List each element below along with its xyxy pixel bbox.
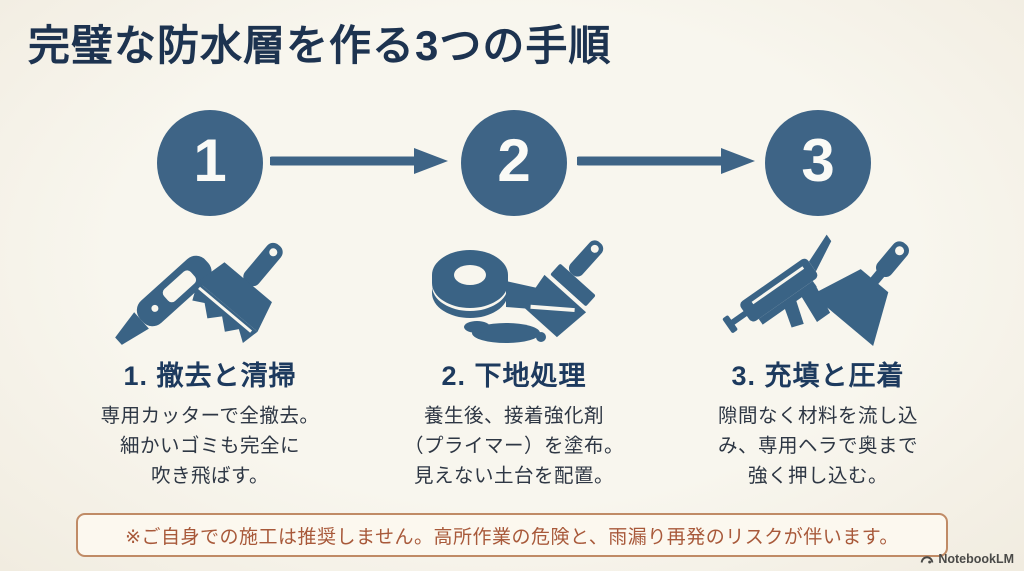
step-2-title: 2. 下地処理: [441, 361, 587, 391]
step-2-description: 養生後、接着強化剤 （プライマー）を塗布。 見えない土台を配置。: [403, 405, 624, 487]
steps-row: 1: [62, 110, 966, 491]
step-1-number-badge: 1: [157, 110, 263, 216]
watermark-label: NotebookLM: [938, 552, 1014, 566]
step-1-number: 1: [193, 127, 227, 194]
step-1-title: 1. 撤去と清掃: [123, 361, 297, 391]
warning-box: ※ご自身での施工は推奨しません。高所作業の危険と、雨漏り再発のリスクが伴います。: [76, 513, 948, 557]
masking-tape-and-paintbrush-icon: [432, 240, 604, 343]
step-3-number: 3: [801, 127, 835, 194]
page-title: 完璧な防水層を作る3つの手順: [28, 22, 612, 69]
step-1-column: 1: [62, 110, 358, 491]
step-2-column: 2: [366, 110, 662, 491]
step-3-column: 3: [670, 110, 966, 491]
step-1-icon-box: [110, 230, 310, 352]
caulking-gun-and-putty-scraper-icon: [722, 234, 909, 347]
utility-cutter-and-hand-brush-icon: [115, 242, 283, 345]
step-3-description: 隙間なく材料を流し込 み、専用ヘラで奥まで 強く押し込む。: [717, 405, 918, 487]
arrow-right-icon: [270, 148, 448, 174]
watermark: NotebookLM: [920, 552, 1014, 566]
warning-text: ※ご自身での施工は推奨しません。高所作業の危険と、雨漏り再発のリスクが伴います。: [125, 526, 899, 548]
step-2-number: 2: [497, 127, 531, 194]
notebooklm-logo-icon: [921, 556, 934, 564]
step-2-number-badge: 2: [461, 110, 567, 216]
step-1-description: 専用カッターで全撤去。 細かいゴミも完全に 吹き飛ばす。: [100, 405, 320, 487]
step-2-icon-box: [414, 230, 614, 352]
step-3-title: 3. 充填と圧着: [731, 361, 905, 391]
arrow-right-icon: [577, 148, 755, 174]
step-3-icon-box: [718, 230, 918, 352]
step-3-number-badge: 3: [765, 110, 871, 216]
